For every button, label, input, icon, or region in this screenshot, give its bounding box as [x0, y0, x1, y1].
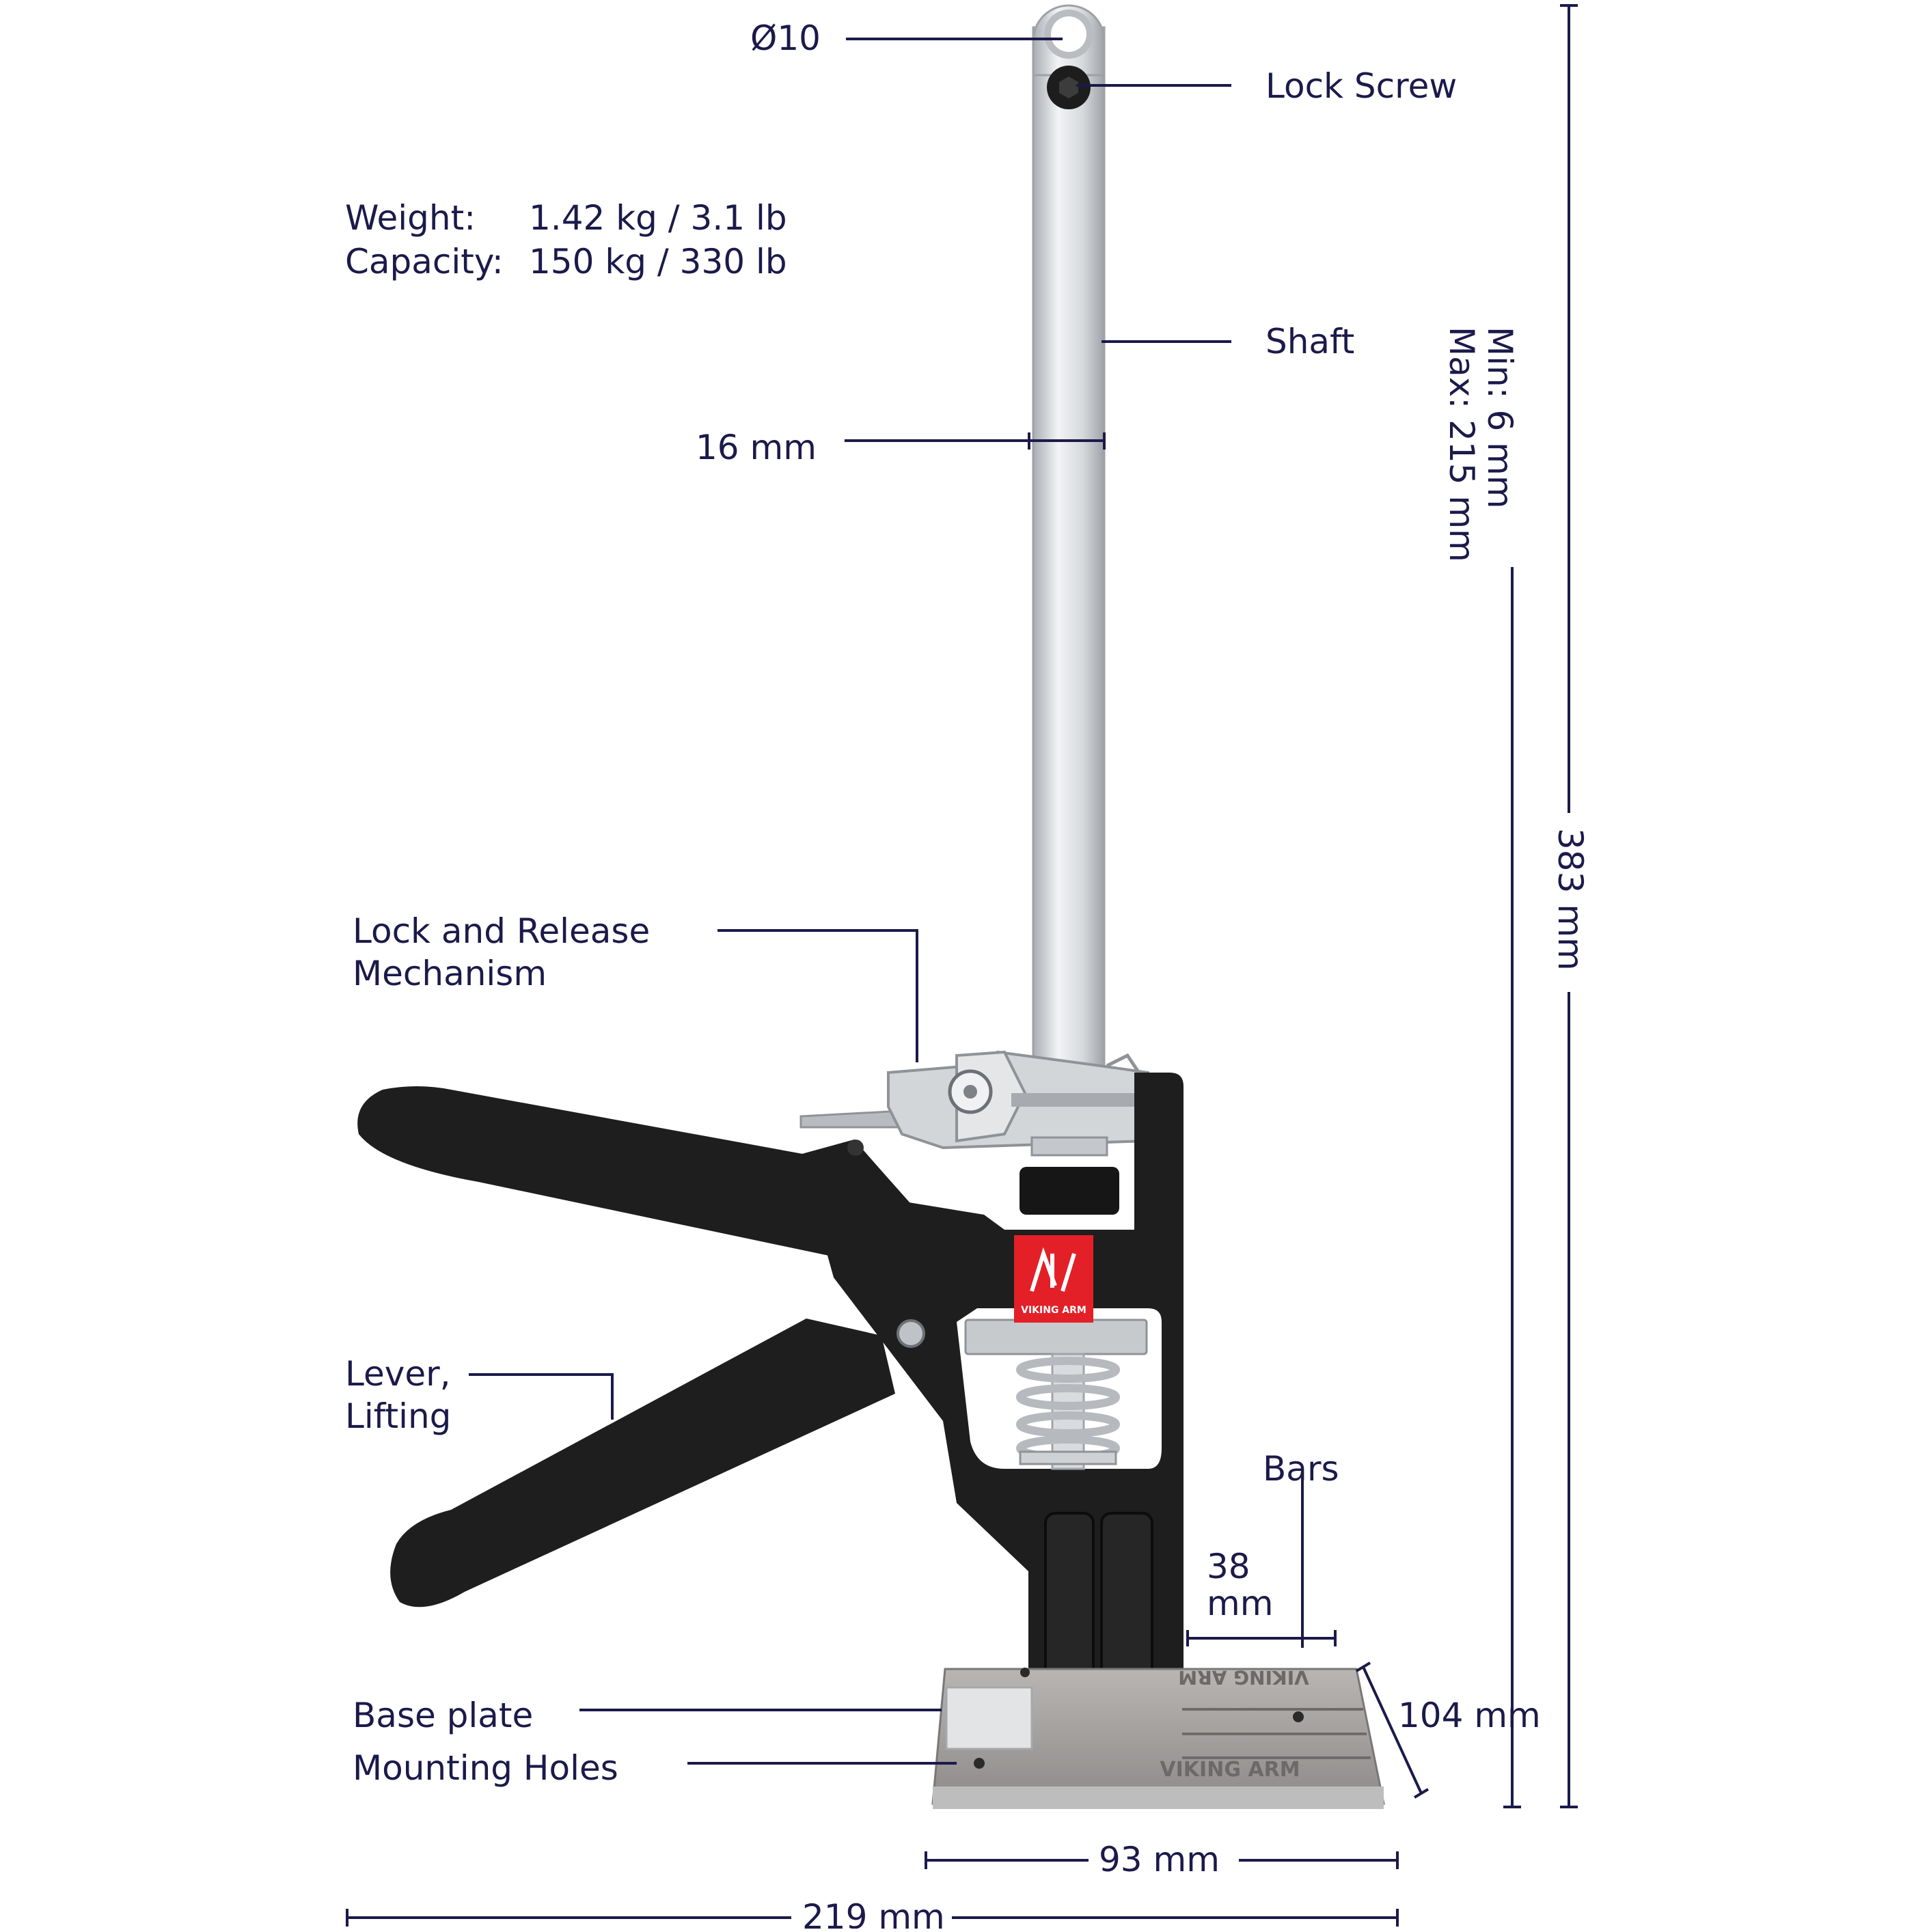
leader-lines: [469, 38, 1337, 1765]
shaft: [1032, 26, 1106, 1149]
dimension-lines: [346, 4, 1578, 1927]
pivot-pin-upper: [847, 1140, 864, 1156]
stroke-min-label: Min: 6 mm: [1480, 327, 1520, 509]
mounting-hole: [1020, 1668, 1030, 1677]
lock-screw-label: Lock Screw: [1266, 66, 1457, 106]
base-plate-label: Base plate: [353, 1696, 533, 1735]
plate-width-label: 93 mm: [1099, 1840, 1220, 1879]
mounting-holes-label: Mounting Holes: [353, 1748, 618, 1788]
rubber-collar: [1020, 1167, 1119, 1215]
weight-value: 1.42 kg / 3.1 lb: [529, 198, 787, 238]
total-height-label: 383 mm: [1550, 828, 1590, 971]
plate-engraving-bottom: VIKING ARM: [1160, 1758, 1300, 1782]
plate-engraving-top: VIKING ARM: [1178, 1666, 1309, 1689]
spring: [1016, 1353, 1120, 1470]
hole-diameter-label: Ø10: [750, 18, 821, 58]
viking-arm-logo: VIKING ARM: [1014, 1235, 1093, 1323]
lock-screw: [1047, 66, 1091, 109]
mounting-hole: [1293, 1711, 1304, 1722]
total-width-label: 219 mm: [802, 1897, 945, 1929]
capacity-label: Capacity:: [345, 242, 504, 281]
upper-handle: [357, 1086, 916, 1264]
stroke-max-label: Max: 215 mm: [1442, 327, 1481, 562]
lock-release-label-line2: Mechanism: [353, 954, 547, 993]
bars-width-line1: 38: [1207, 1547, 1250, 1586]
tool-illustration: VIKING ARM VIKING ARM VIKING ARM: [357, 4, 1385, 1809]
base-plate: VIKING ARM VIKING ARM: [931, 1666, 1385, 1809]
bars-label: Bars: [1263, 1449, 1339, 1489]
weight-label: Weight:: [345, 198, 476, 238]
shaft-top-eye: [1032, 4, 1106, 77]
bars-width-line2: mm: [1207, 1584, 1273, 1623]
lever-label-line1: Lever,: [345, 1354, 451, 1394]
pivot-pin-lower: [897, 1319, 925, 1348]
cross-bar: [964, 1319, 1148, 1355]
lever-label-line2: Lifting: [345, 1396, 451, 1436]
shaft-width-label: 16 mm: [696, 428, 817, 467]
lower-handle: [390, 1319, 895, 1607]
shaft-label: Shaft: [1266, 322, 1354, 361]
lock-release-mechanism: [799, 1050, 1149, 1157]
labels: Ø10 Lock Screw Weight: 1.42 kg / 3.1 lb …: [345, 18, 1590, 1932]
mounting-hole: [974, 1758, 985, 1769]
lock-release-label-line1: Lock and Release: [353, 911, 650, 951]
logo-text: VIKING ARM: [1021, 1305, 1086, 1316]
capacity-value: 150 kg / 330 lb: [529, 242, 787, 281]
plate-depth-label: 104 mm: [1398, 1696, 1541, 1735]
